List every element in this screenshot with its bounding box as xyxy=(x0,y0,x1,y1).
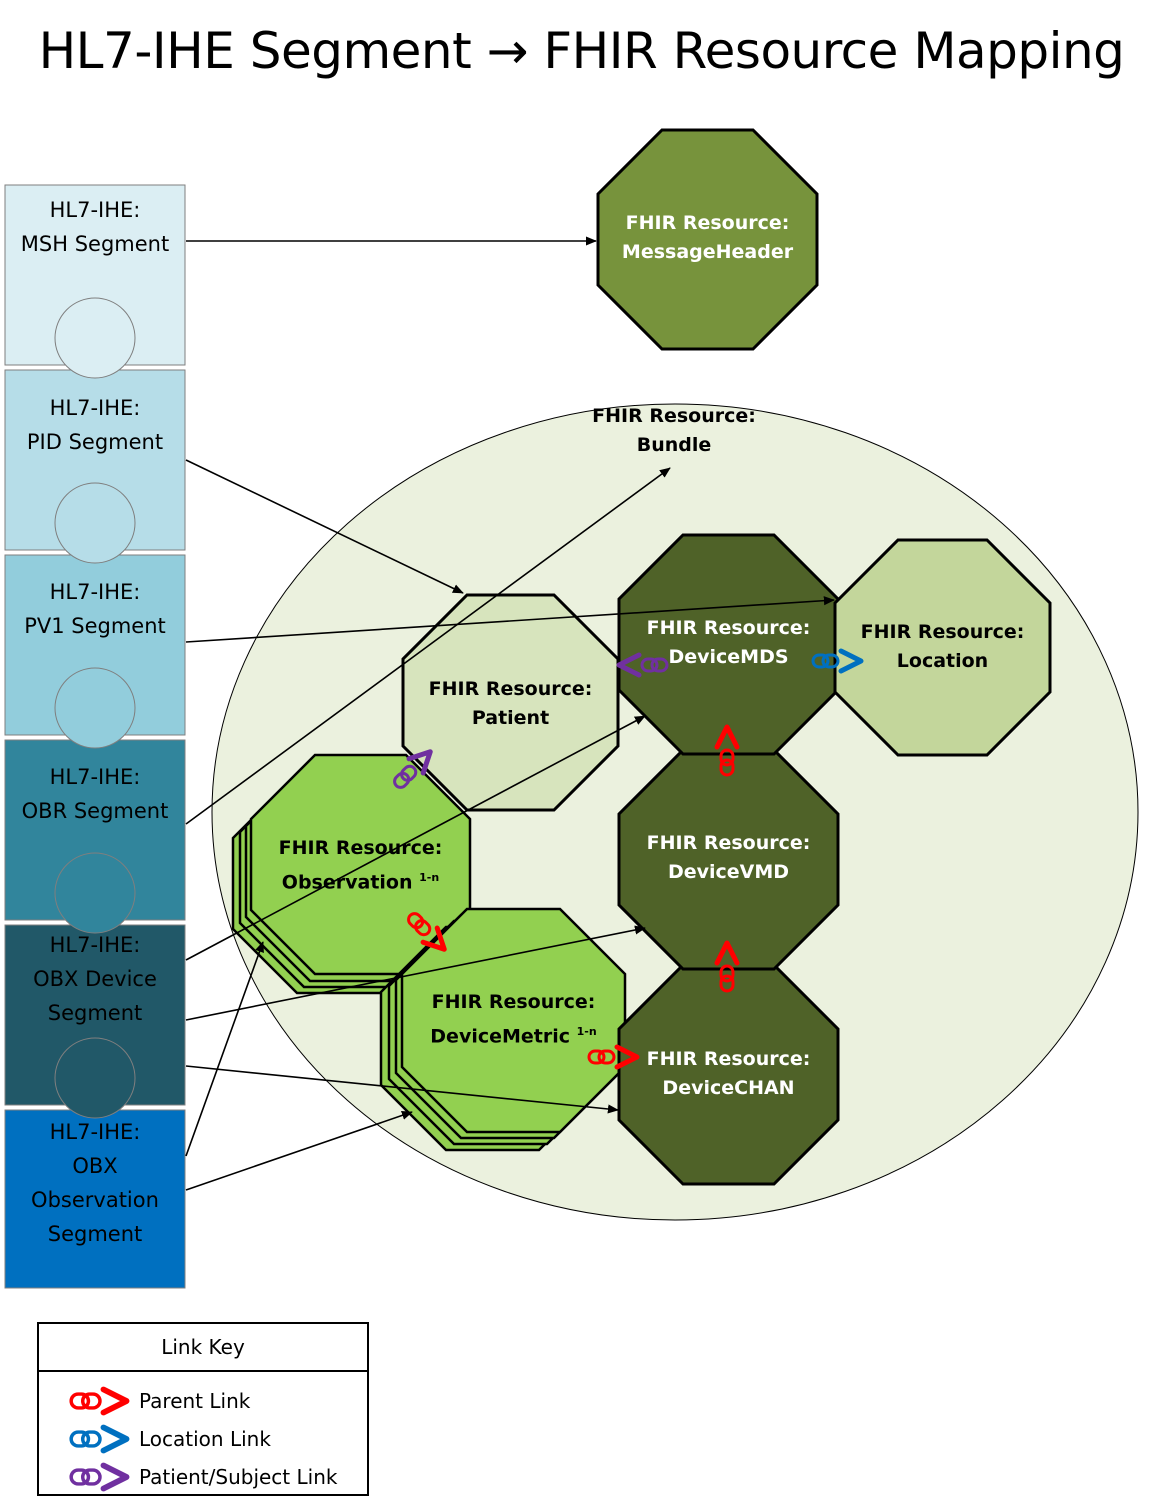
device-mds-octagon xyxy=(617,533,840,756)
legend-item-patient: Patient/Subject Link xyxy=(65,1462,337,1492)
pid-to-patient-arrow xyxy=(185,459,464,594)
location-label: FHIR Resource:Location xyxy=(860,621,1025,672)
device-metric-label: FHIR Resource: DeviceMetric 1-n xyxy=(430,991,597,1048)
legend-title: Link Key xyxy=(39,1324,367,1372)
device-metric-stack xyxy=(379,907,627,1152)
device-mds-label: FHIR Resource:DeviceMDS xyxy=(646,617,811,668)
obx-device-to-chan-arrow xyxy=(185,1065,619,1114)
pid-segment-label: HL7-IHE:PID Segment xyxy=(26,396,164,454)
pid-segment-knob xyxy=(54,482,136,564)
device-vmd-octagon xyxy=(617,748,840,971)
obx-obs-to-devicemetric-arrow xyxy=(185,1110,413,1191)
legend-label: Patient/Subject Link xyxy=(139,1465,338,1489)
msh-segment-knob xyxy=(54,297,136,379)
location-link-icon xyxy=(65,1424,135,1454)
pv1-to-location-arrow xyxy=(185,596,835,643)
obx-device-to-vmd-arrow xyxy=(185,925,646,1021)
message-header-label: FHIR Resource:MessageHeader xyxy=(621,212,794,263)
page-title: HL7-IHE Segment → FHIR Resource Mapping xyxy=(38,22,1125,80)
obr-segment-label: HL7-IHE:OBR Segment xyxy=(21,765,169,823)
legend-label: Location Link xyxy=(139,1427,271,1451)
observation-stack xyxy=(231,753,472,995)
patient-label: FHIR Resource:Patient xyxy=(428,678,593,729)
pv1-segment-label: HL7-IHE:PV1 Segment xyxy=(24,580,166,638)
obx-obs-to-observation-arrow xyxy=(185,941,264,1157)
location-octagon xyxy=(833,538,1052,757)
legend-item-parent: Parent Link xyxy=(65,1386,250,1416)
msh-segment-label: HL7-IHE:MSH Segment xyxy=(20,198,170,256)
message-header-octagon xyxy=(596,128,819,351)
device-chan-label: FHIR Resource:DeviceCHAN xyxy=(646,1048,811,1099)
obr-to-bundle-arrow xyxy=(185,467,671,825)
legend-label: Parent Link xyxy=(139,1389,251,1413)
parent-link-icon xyxy=(65,1386,135,1416)
patient-link-icon xyxy=(65,1462,135,1492)
obx-device-to-mds-arrow xyxy=(185,715,646,961)
device-vmd-label: FHIR Resource:DeviceVMD xyxy=(646,832,811,883)
obr-segment-knob xyxy=(54,852,136,934)
device-chan-octagon xyxy=(617,963,840,1186)
observation-label: FHIR Resource: Observation 1-n xyxy=(278,837,443,894)
legend-item-location: Location Link xyxy=(65,1424,271,1454)
pv1-segment-knob xyxy=(54,667,136,749)
obx-observation-segment-shape xyxy=(4,1109,186,1289)
bundle-label: FHIR Resource:Bundle xyxy=(592,405,756,456)
mapping-arrows xyxy=(185,236,835,1191)
obx-device-segment-knob xyxy=(54,1037,136,1119)
